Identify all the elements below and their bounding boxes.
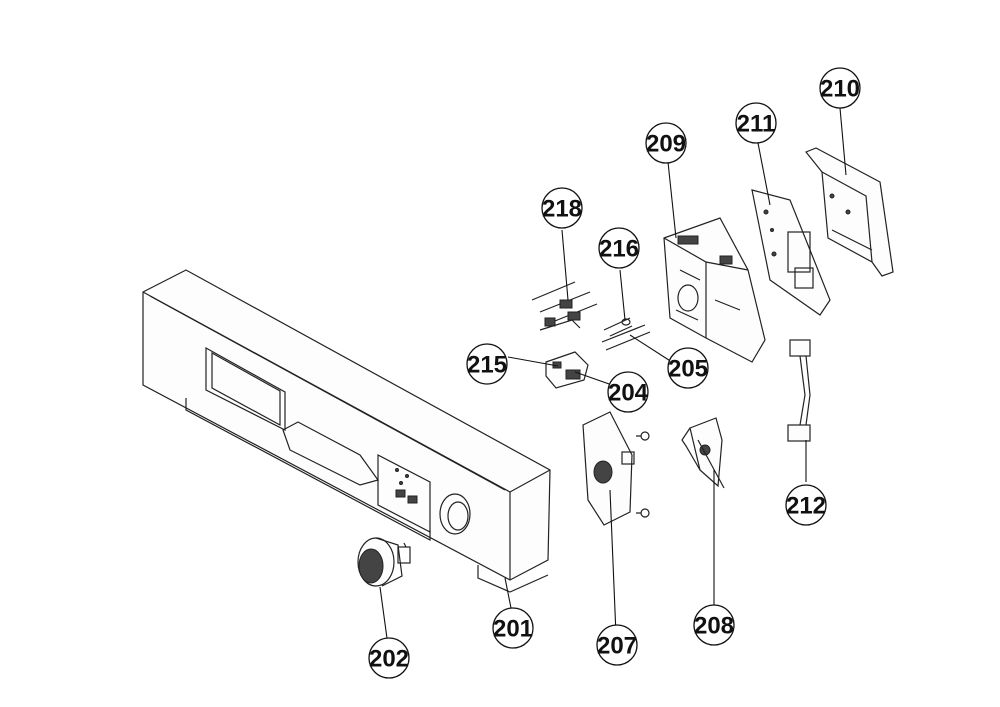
callout-circle — [645, 122, 687, 164]
callout-209: 209 — [645, 122, 687, 164]
rotary-switch-part — [681, 417, 725, 489]
module-housing-part — [663, 217, 766, 363]
callout-label: 209 — [646, 131, 686, 158]
callout-circle — [492, 607, 534, 649]
callout-circle — [693, 604, 735, 646]
callout-label: 202 — [369, 646, 409, 673]
circuit-board-part — [751, 189, 831, 316]
callout-201: 201 — [492, 607, 534, 649]
callout-208: 208 — [693, 604, 735, 646]
callout-circle — [667, 347, 709, 389]
callout-circle — [785, 484, 827, 526]
callout-label: 201 — [493, 616, 533, 643]
callout-label: 208 — [694, 613, 734, 640]
callout-label: 211 — [737, 111, 776, 138]
callout-label: 205 — [668, 356, 708, 383]
knob-part — [357, 537, 411, 587]
callout-216: 216 — [598, 227, 640, 269]
callout-circle — [368, 637, 410, 679]
callout-circle — [466, 343, 508, 385]
callout-label: 216 — [599, 236, 639, 263]
callout-212: 212 — [785, 484, 827, 526]
callout-label: 212 — [786, 493, 826, 520]
callout-label: 218 — [542, 196, 582, 223]
back-cover-part — [805, 147, 894, 277]
clip-connector-part — [545, 351, 589, 389]
selector-switch-part — [582, 411, 650, 526]
callout-218: 218 — [541, 187, 583, 229]
callout-circle — [735, 102, 777, 144]
callout-215: 215 — [466, 343, 508, 385]
callout-circle — [607, 371, 649, 413]
rod-part — [601, 317, 651, 351]
callout-205: 205 — [667, 347, 709, 389]
callout-circle — [596, 624, 638, 666]
callout-circle — [541, 187, 583, 229]
callout-label: 207 — [597, 633, 637, 660]
callout-label: 204 — [608, 380, 649, 407]
connector-pins-part — [531, 281, 598, 331]
callout-202: 202 — [368, 637, 410, 679]
control-panel-part — [142, 269, 551, 593]
callout-204: 204 — [607, 371, 649, 413]
callout-210: 210 — [819, 67, 861, 109]
callout-circle — [598, 227, 640, 269]
callout-label: 210 — [820, 76, 860, 103]
leader-lines — [379, 107, 847, 654]
wire-harness-part — [787, 339, 811, 442]
callout-207: 207 — [596, 624, 638, 666]
callout-label: 215 — [467, 352, 507, 379]
callout-211: 211 — [735, 102, 777, 144]
callout-circle — [819, 67, 861, 109]
